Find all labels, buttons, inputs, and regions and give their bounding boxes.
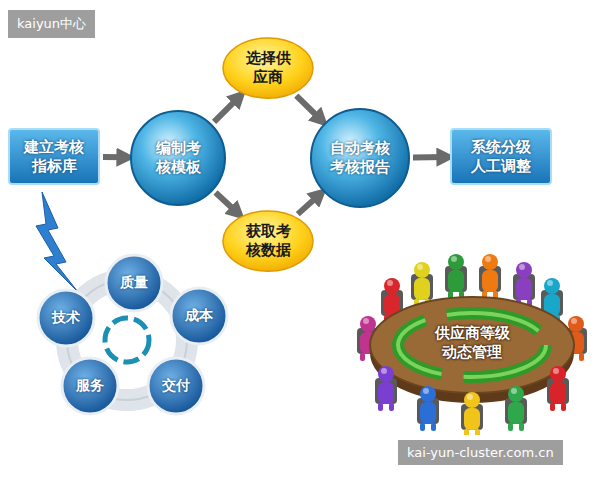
process-box: 建立考核指标库 (8, 128, 100, 185)
process-circle: 质量 (104, 253, 164, 313)
process-circle: 交付 (146, 356, 206, 416)
node-text: 技术 (52, 309, 80, 327)
watermark: kaiyun中心 (8, 10, 95, 38)
flow-arrow (214, 97, 239, 122)
node-text: 交付 (162, 377, 190, 395)
process-box: 系统分级人工调整 (450, 128, 552, 185)
flow-arrow (296, 96, 321, 121)
flow-arrow (413, 154, 446, 160)
node-text: 自动考核考核报告 (328, 139, 392, 177)
process-circle: 成本 (169, 286, 229, 346)
process-circle: 编制考核模板 (130, 110, 226, 206)
node-text: 系统分级人工调整 (469, 138, 533, 176)
input-ellipse: 获取考核数据 (222, 210, 314, 272)
node-text: 选择供应商 (244, 49, 292, 87)
process-circle: 自动考核考核报告 (310, 108, 410, 208)
node-text: 质量 (120, 274, 148, 292)
lightning-bolt (36, 192, 78, 292)
node-text: 成本 (185, 307, 213, 325)
node-text: 供应商等级动态管理 (432, 324, 512, 362)
node-text: 获取考核数据 (244, 222, 292, 260)
node-text: 服务 (76, 377, 104, 395)
input-ellipse: 选择供应商 (222, 37, 314, 99)
process-circle: 技术 (36, 288, 96, 348)
watermark: kai-yun-cluster.com.cn (398, 440, 563, 465)
node-text: 建立考核指标库 (22, 138, 86, 176)
round-table: 供应商等级动态管理 (352, 250, 592, 435)
flow-arrow (215, 193, 237, 214)
flow-arrow (103, 154, 126, 160)
flow-arrow (298, 194, 320, 214)
center-dashed-ring (105, 318, 149, 362)
node-text: 编制考核模板 (154, 139, 202, 177)
process-circle: 服务 (60, 356, 120, 416)
